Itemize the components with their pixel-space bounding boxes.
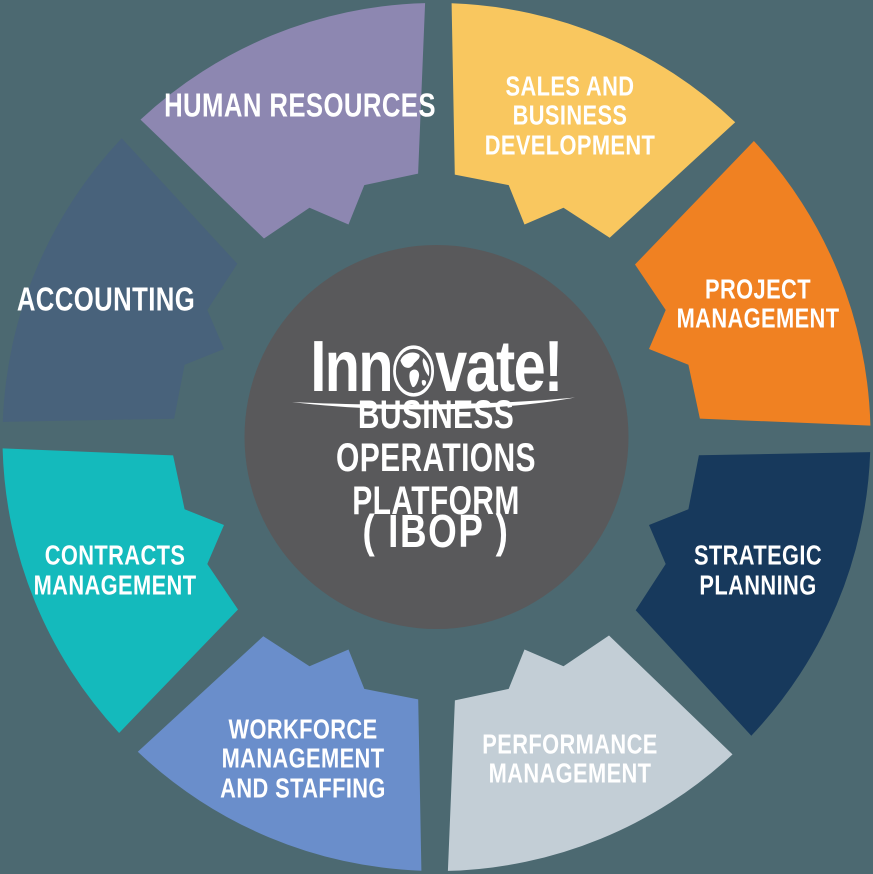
center-circle <box>244 245 629 629</box>
segment-label-workforce-management-and-staffing: WORKFORCE MANAGEMENT AND STAFFING <box>220 712 387 804</box>
platform-acronym: ( IBOP ) <box>362 505 510 557</box>
segment-label-performance-management: PERFORMANCE MANAGEMENT <box>481 727 658 789</box>
segment-performance-management <box>447 635 733 871</box>
logo-text-prefix: Inn <box>310 327 393 407</box>
segment-accounting <box>2 138 238 422</box>
segment-label-human-resources: HUMAN RESOURCES <box>163 86 436 124</box>
platform-subtitle: BUSINESS OPERATIONS PLATFORM <box>336 393 536 524</box>
logo-text-suffix: vate! <box>435 327 563 407</box>
segment-label-strategic-planning: STRATEGIC PLANNING <box>693 539 823 601</box>
segment-strategic-planning <box>635 452 871 736</box>
segment-label-contracts-management: CONTRACTS MANAGEMENT <box>33 539 197 601</box>
segment-label-project-management: PROJECT MANAGEMENT <box>676 273 840 334</box>
globe-icon <box>393 345 435 397</box>
segment-workforce-management-and-staffing <box>137 636 422 871</box>
segment-project-management <box>635 141 871 426</box>
segment-human-resources <box>140 3 426 239</box>
segment-contracts-management <box>2 448 238 733</box>
segment-label-sales-and-business-development: SALES AND BUSINESS DEVELOPMENT <box>484 69 655 161</box>
innovate-logo: Inn vate! <box>310 326 563 408</box>
segment-label-accounting: ACCOUNTING <box>16 280 195 318</box>
segments-layer <box>2 3 871 871</box>
segment-sales-and-business-development <box>451 3 736 238</box>
logo-swoosh-icon <box>292 397 575 410</box>
